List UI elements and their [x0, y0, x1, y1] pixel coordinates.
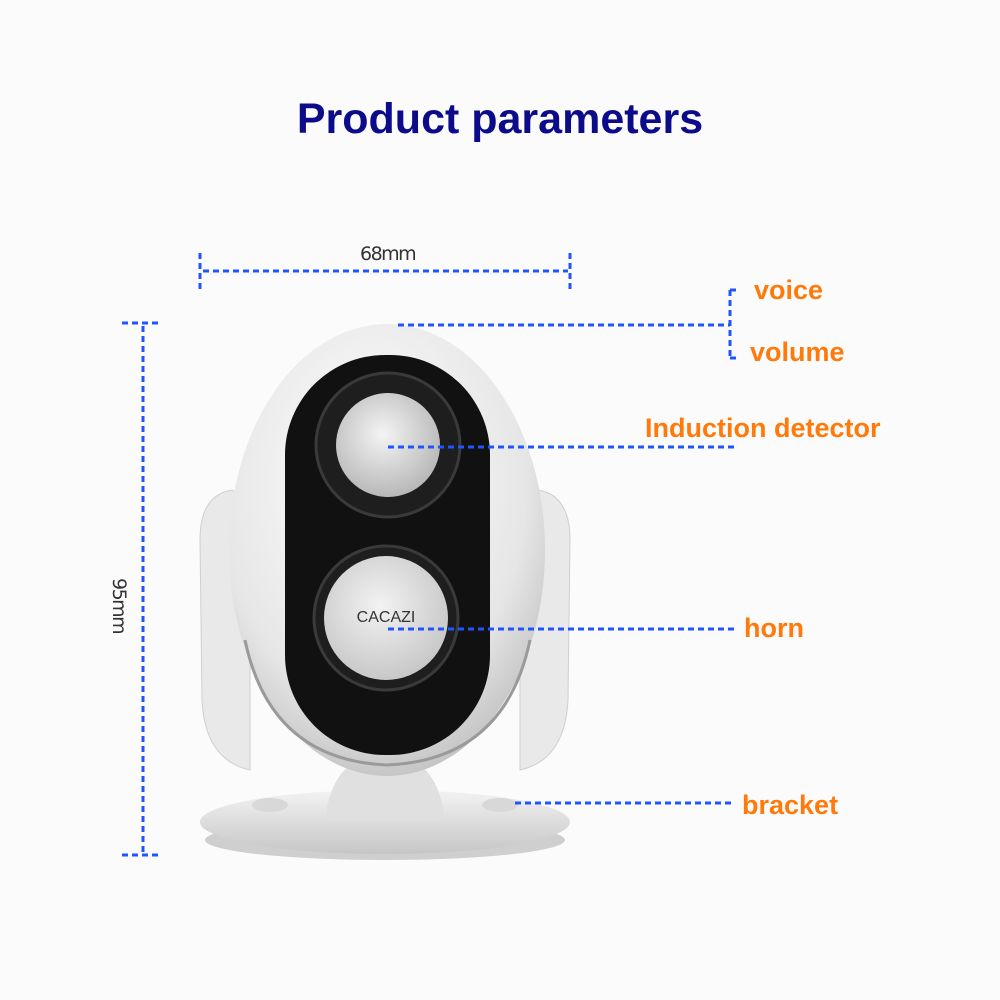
page-title: Product parameters: [296, 95, 704, 143]
label-volume: volume: [750, 337, 845, 367]
height-dimension: 95mm: [108, 578, 130, 634]
pir-lens: [336, 393, 440, 497]
dimension-lines: [122, 253, 737, 857]
width-dimension: 68mm: [360, 243, 417, 265]
label-induction-detector: Induction detector: [645, 413, 881, 443]
label-voice: voice: [754, 275, 824, 305]
bracket-base: [200, 765, 570, 860]
label-horn: horn: [744, 613, 804, 643]
horn-speaker: [324, 556, 448, 680]
label-bracket: bracket: [742, 790, 839, 820]
brand-logo: CACAZI: [357, 609, 416, 626]
